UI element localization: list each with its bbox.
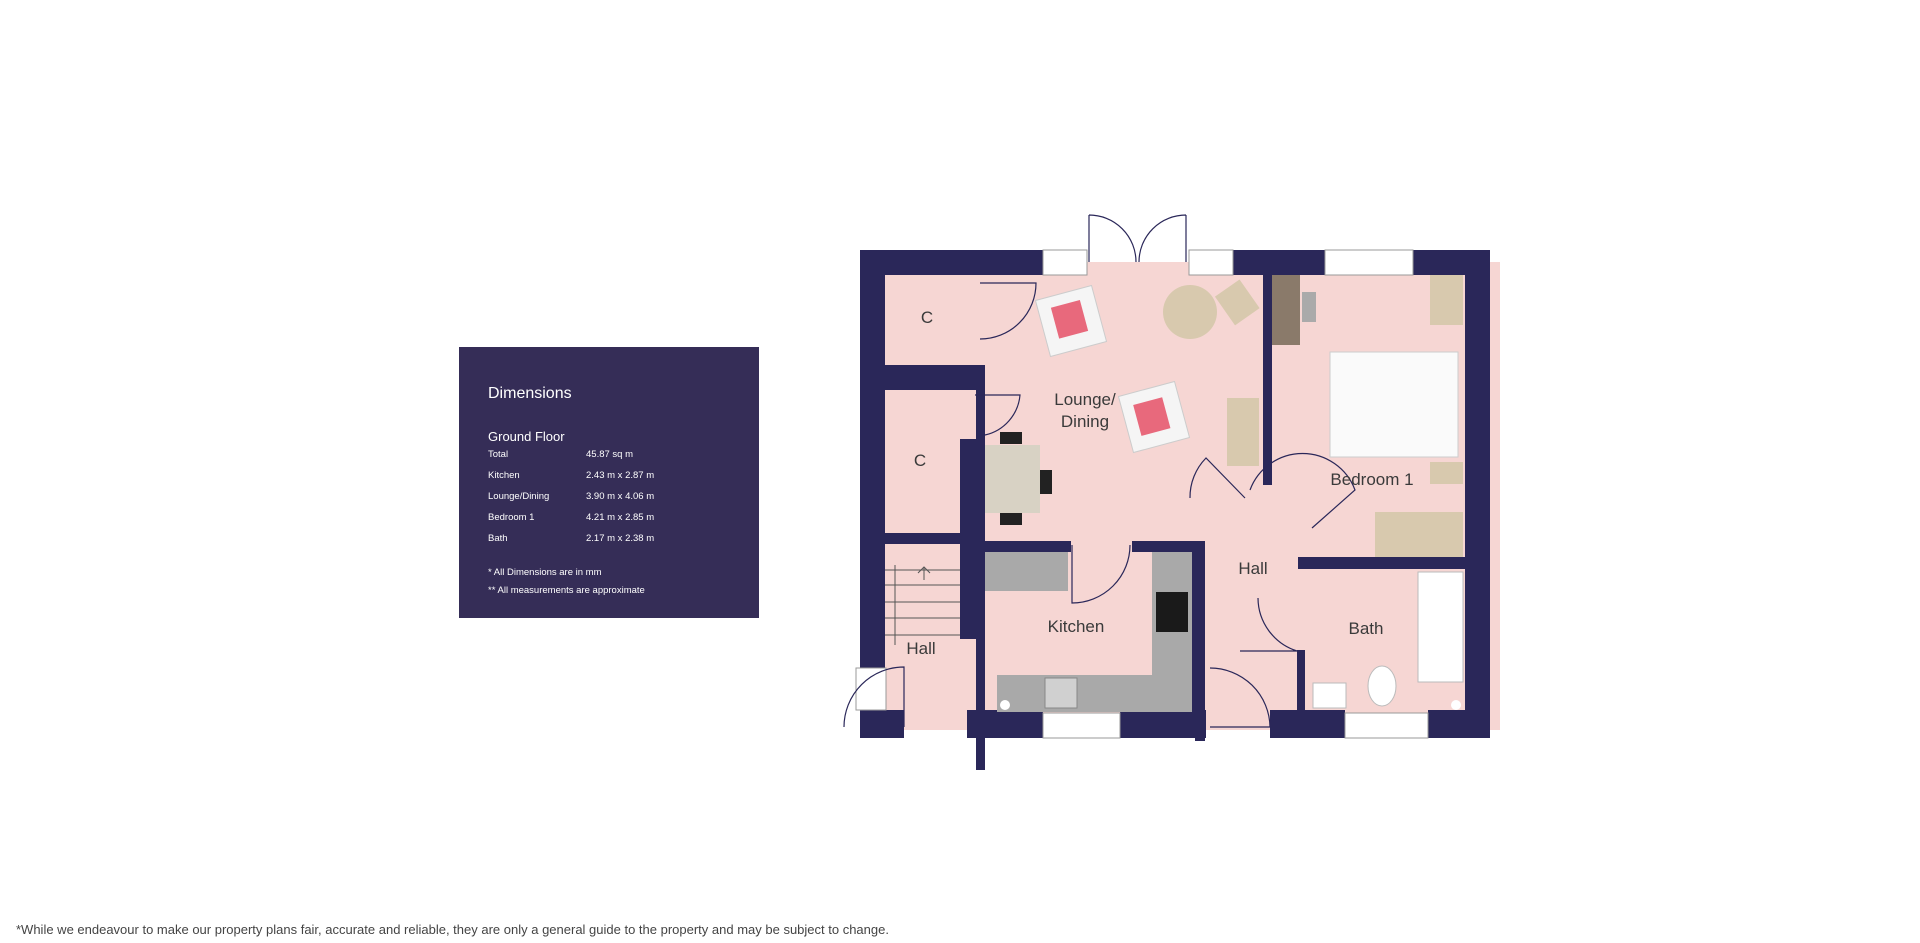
window-bedroom bbox=[1324, 249, 1414, 276]
note-units: * All Dimensions are in mm bbox=[488, 567, 602, 578]
bedside-table-bottom bbox=[1430, 462, 1463, 484]
toilet bbox=[1367, 665, 1397, 707]
room-labels: C C Lounge/ Dining Bedroom 1 Hall Hall K… bbox=[906, 308, 1413, 658]
door-french-right bbox=[1138, 214, 1187, 263]
bathroom-fittings bbox=[1312, 571, 1464, 710]
round-table bbox=[1163, 285, 1217, 339]
table-row: Lounge/Dining 3.90 m x 4.06 m bbox=[488, 491, 654, 512]
disclaimer-text: *While we endeavour to make our property… bbox=[16, 922, 889, 937]
door-cupboard-upper bbox=[979, 282, 1037, 340]
table-row: Total 45.87 sq m bbox=[488, 449, 654, 470]
hob bbox=[1156, 592, 1188, 632]
door-hall-bedroom bbox=[1189, 457, 1246, 499]
armchair-1-cushion bbox=[1050, 299, 1089, 339]
label-cupboard-upper: C bbox=[921, 308, 933, 327]
door-french-left bbox=[1088, 214, 1137, 263]
side-table bbox=[1214, 279, 1260, 326]
window-kitchen bbox=[1042, 712, 1121, 739]
outer-walls bbox=[860, 250, 1490, 738]
label-hall-left: Hall bbox=[906, 639, 935, 658]
armchair-2-cushion bbox=[1133, 397, 1171, 436]
label-lounge-line1: Lounge/ bbox=[1054, 390, 1116, 409]
room-name: Total bbox=[488, 449, 509, 460]
table-row: Bedroom 1 4.21 m x 2.85 m bbox=[488, 512, 654, 533]
label-bedroom: Bedroom 1 bbox=[1330, 470, 1413, 489]
windows bbox=[855, 249, 1429, 739]
bedside-table-top bbox=[1430, 275, 1463, 325]
room-size: 2.17 m x 2.38 m bbox=[586, 533, 655, 544]
window-hall bbox=[855, 667, 887, 711]
room-name: Lounge/Dining bbox=[488, 491, 550, 502]
door-hall-rear bbox=[1209, 667, 1271, 728]
wardrobe bbox=[1375, 512, 1463, 557]
room-name: Kitchen bbox=[488, 470, 520, 481]
dimensions-panel: Dimensions Ground Floor Total 45.87 sq m… bbox=[459, 347, 759, 618]
table-row: Kitchen 2.43 m x 2.87 m bbox=[488, 470, 654, 491]
window-lounge-right bbox=[1188, 249, 1234, 276]
dining-chair-bottom bbox=[1000, 513, 1022, 525]
lounge-furniture bbox=[985, 279, 1260, 525]
door-bedroom bbox=[1249, 452, 1356, 529]
bed bbox=[1329, 351, 1459, 458]
dining-table bbox=[985, 445, 1040, 513]
table-row: Bath 2.17 m x 2.38 m bbox=[488, 533, 654, 554]
dining-chair-top bbox=[1000, 432, 1022, 444]
bedroom-furniture bbox=[1272, 275, 1463, 557]
window-lounge-left bbox=[1042, 249, 1088, 276]
room-size: 45.87 sq m bbox=[586, 449, 633, 460]
inner-walls bbox=[885, 275, 1465, 770]
dining-chair-side bbox=[1040, 470, 1052, 494]
label-cupboard-lower: C bbox=[914, 451, 926, 470]
room-name: Bedroom 1 bbox=[488, 512, 535, 523]
kitchen-units bbox=[985, 552, 1192, 712]
desk-chair bbox=[1302, 292, 1316, 322]
label-hall-center: Hall bbox=[1238, 559, 1267, 578]
dimension-notes: * All Dimensions are in mm ** All measur… bbox=[488, 567, 730, 596]
room-name: Bath bbox=[488, 533, 508, 544]
kitchen-counter-top bbox=[985, 552, 1068, 591]
label-kitchen: Kitchen bbox=[1048, 617, 1105, 636]
room-size: 2.43 m x 2.87 m bbox=[586, 470, 655, 481]
dimensions-table: Total 45.87 sq m Kitchen 2.43 m x 2.87 m… bbox=[488, 449, 654, 554]
dimensions-title: Dimensions bbox=[488, 385, 572, 402]
bathtub bbox=[1417, 571, 1464, 683]
window-bath bbox=[1344, 712, 1429, 739]
basin bbox=[1312, 682, 1347, 709]
floor-name: Ground Floor bbox=[488, 429, 565, 444]
drain-marker bbox=[1451, 700, 1461, 710]
room-size: 4.21 m x 2.85 m bbox=[586, 512, 655, 523]
door-cupboard-lower bbox=[975, 394, 1021, 436]
door-kitchen bbox=[1071, 544, 1131, 604]
door-bath bbox=[1240, 597, 1298, 652]
staircase bbox=[885, 565, 960, 645]
room-size: 3.90 m x 4.06 m bbox=[586, 491, 655, 502]
door-front bbox=[843, 666, 905, 728]
boiler-marker bbox=[1000, 700, 1010, 710]
sideboard bbox=[1227, 398, 1259, 466]
kitchen-counter-bottom bbox=[997, 675, 1192, 712]
doors bbox=[843, 214, 1356, 728]
label-bath: Bath bbox=[1349, 619, 1384, 638]
note-approximate: ** All measurements are approximate bbox=[488, 585, 645, 596]
sink bbox=[1044, 677, 1078, 709]
label-lounge-line2: Dining bbox=[1061, 412, 1109, 431]
desk bbox=[1272, 275, 1300, 345]
